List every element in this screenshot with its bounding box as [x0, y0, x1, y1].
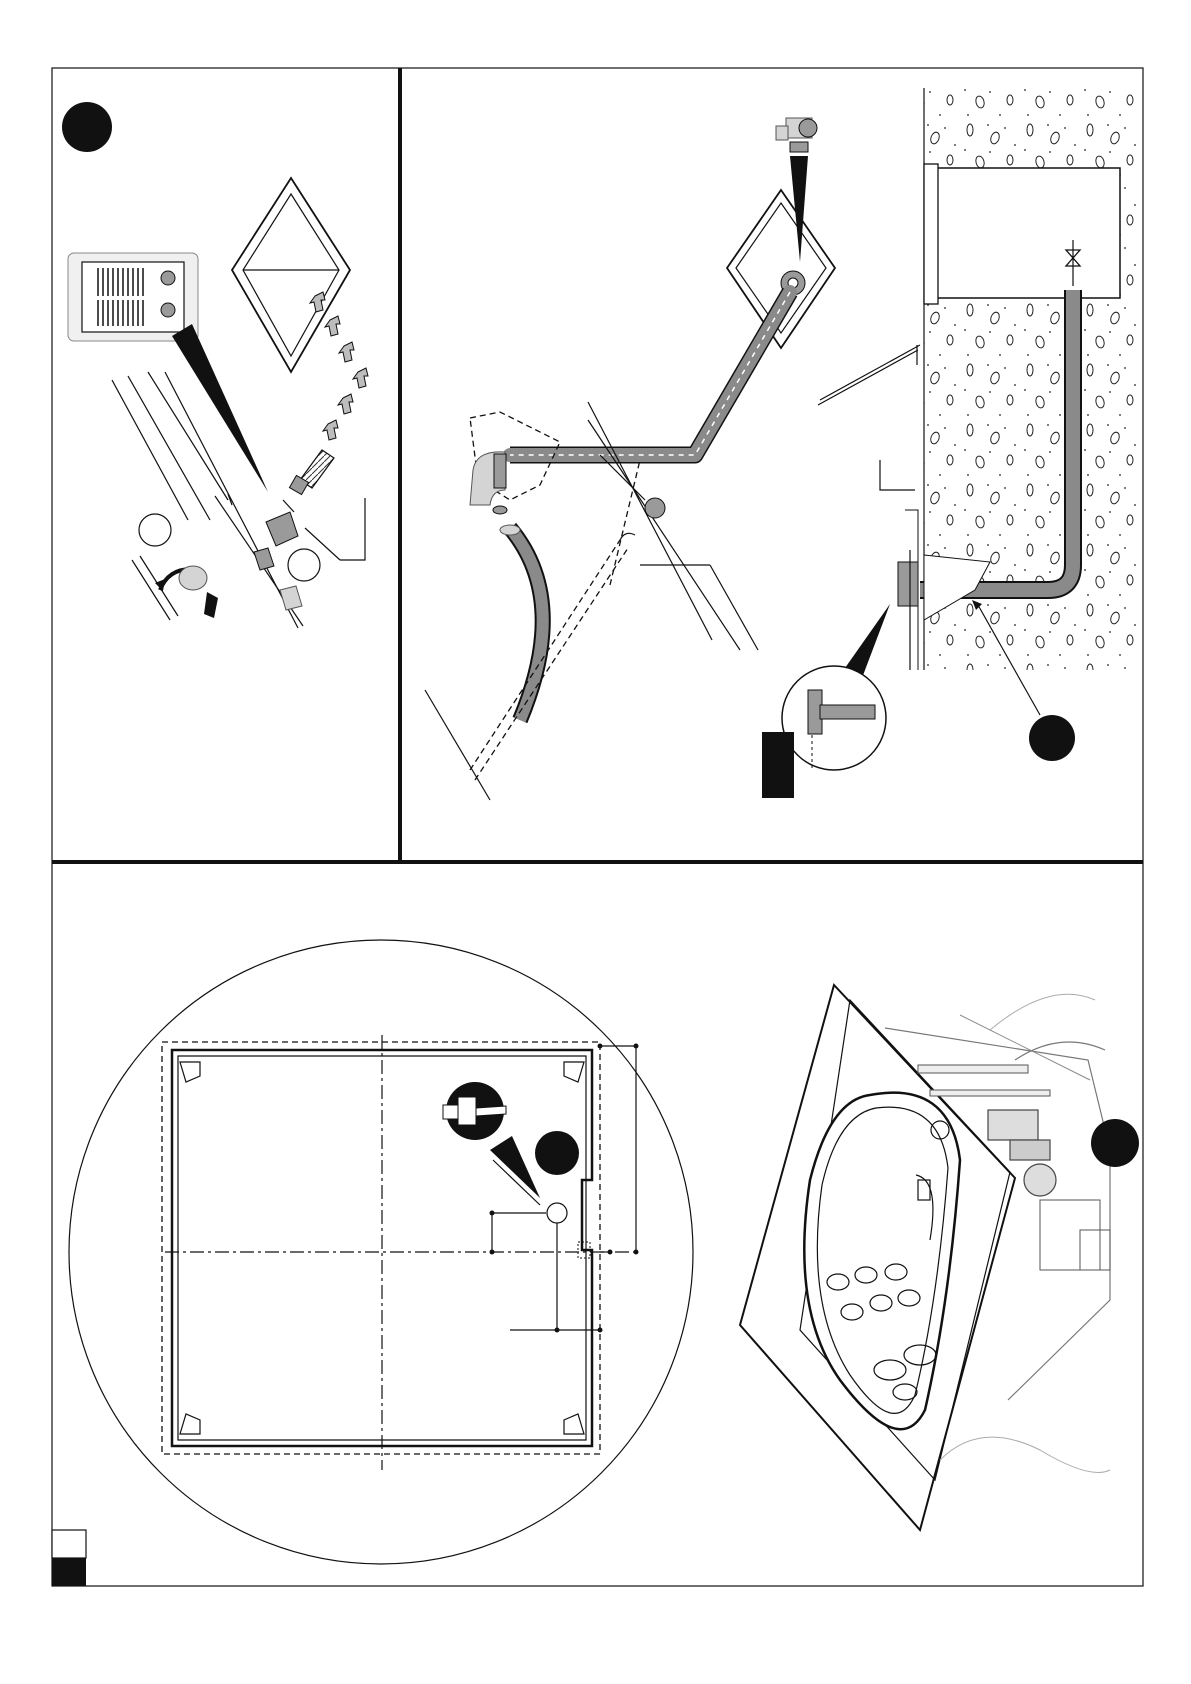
hose-icon	[289, 450, 334, 495]
step-marker-4	[1091, 1119, 1139, 1167]
panel-plumbing	[425, 88, 1143, 800]
pointer-wedge	[172, 324, 268, 492]
panel-bathtub	[740, 985, 1139, 1530]
arrow-icon	[310, 292, 368, 440]
legend-square-white	[52, 1530, 86, 1558]
fitting-icon	[161, 271, 175, 285]
callout-circle-a	[139, 514, 171, 546]
step-marker-3	[535, 1131, 579, 1175]
valve-icon	[776, 118, 817, 152]
access-panel	[232, 178, 350, 372]
panel-floor-plan	[52, 940, 693, 1586]
callout-circle-b	[288, 549, 320, 581]
instruction-booklet	[68, 253, 198, 341]
step-marker-2	[1029, 715, 1075, 761]
filter-icon	[254, 512, 302, 610]
rotate-arrow-icon	[132, 556, 218, 620]
step-marker-1	[62, 102, 112, 152]
black-block	[762, 732, 794, 798]
water-tank	[930, 168, 1120, 298]
legend-square-black	[52, 1558, 86, 1586]
panel-step-left	[62, 102, 368, 628]
drain-hole	[547, 1203, 567, 1223]
tub-rail	[112, 372, 303, 628]
